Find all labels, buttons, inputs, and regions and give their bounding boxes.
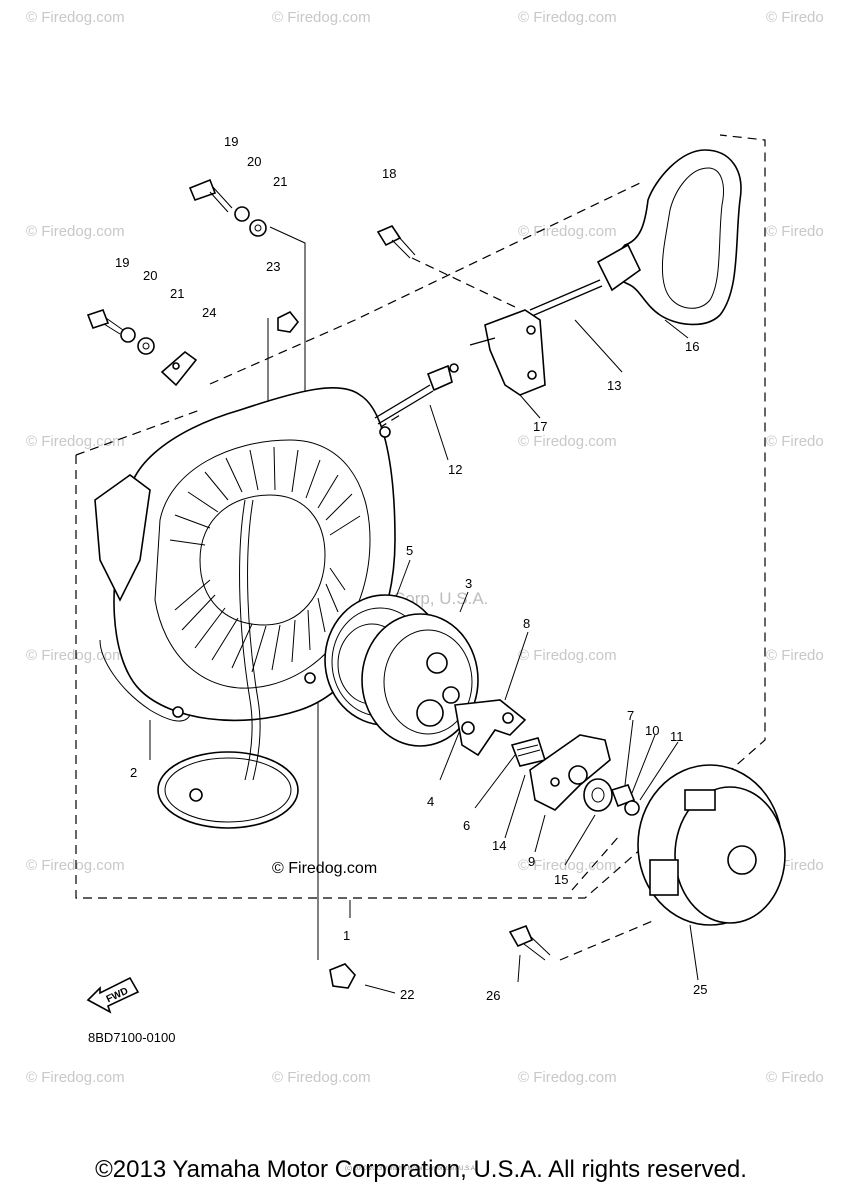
diagram-code: 8BD7100-0100: [88, 1030, 175, 1045]
callout-22: 22: [400, 987, 414, 1002]
cable-bracket: [374, 309, 546, 425]
watermark: © Firedog.com: [26, 223, 125, 240]
callout-13: 13: [607, 378, 621, 393]
callout-26: 26: [486, 988, 500, 1003]
watermark: © Firedo: [766, 9, 824, 26]
watermark: © Firedog.com: [518, 647, 617, 664]
callout-24: 24: [202, 305, 216, 320]
callout-11: 11: [670, 729, 684, 744]
callout-19: 19: [115, 255, 129, 270]
recoil-pulley: [324, 594, 479, 747]
drive-cup: [637, 764, 786, 926]
watermark: © Firedo: [766, 433, 824, 450]
watermark: © Firedog.com: [272, 1069, 371, 1086]
callout-19: 19: [224, 134, 238, 149]
callout-5: 5: [406, 543, 413, 558]
callout-20: 20: [143, 268, 157, 283]
callout-23: 23: [266, 259, 280, 274]
watermark: © Firedo: [766, 223, 824, 240]
callout-9: 9: [528, 854, 535, 869]
watermark: © Firedog.com: [26, 9, 125, 26]
watermark: © Firedog.com: [272, 9, 371, 26]
callout-10: 10: [645, 723, 659, 738]
copyright-footer: ©2013 Yamaha Motor Corporation, U.S.A. A…: [95, 1156, 747, 1183]
fwd-arrow: FWD: [86, 976, 140, 1014]
seal-loop: [157, 499, 299, 829]
ratchet-pawl: [454, 699, 547, 767]
callout-14: 14: [492, 838, 506, 853]
callout-25: 25: [693, 982, 707, 997]
housing-fins: [169, 446, 361, 673]
callout-3: 3: [465, 576, 472, 591]
callout-21: 21: [170, 286, 184, 301]
callout-12: 12: [448, 462, 462, 477]
watermark: © Firedo: [766, 647, 824, 664]
watermark: © Firedog.com: [518, 433, 617, 450]
callouts: 1 2 3 4 5 6 7 8 9 10 11 12 13 14 15 16 1…: [115, 134, 707, 1003]
callout-20: 20: [247, 154, 261, 169]
callout-21: 21: [273, 174, 287, 189]
callout-2: 2: [130, 765, 137, 780]
callout-17: 17: [533, 419, 547, 434]
guide-plate-group: [529, 734, 640, 816]
watermark: © Firedog.com: [26, 1069, 125, 1086]
watermark: © Firedo: [766, 1069, 824, 1086]
watermark: © Firedog.com: [518, 857, 617, 874]
callout-7: 7: [627, 708, 634, 723]
callout-4: 4: [427, 794, 434, 809]
hardware: [86, 178, 551, 989]
tiny-copyright: (c) 2000-2013 Yamaha Motor Corporation, …: [345, 1166, 477, 1172]
callout-18: 18: [382, 166, 396, 181]
watermark: © Firedog.com: [518, 9, 617, 26]
callout-1: 1: [343, 928, 350, 943]
watermark: © Firedog.com: [26, 433, 125, 450]
watermark: © Firedog.com: [518, 1069, 617, 1086]
watermark: © Firedog.com: [26, 857, 125, 874]
callout-16: 16: [685, 339, 699, 354]
callout-8: 8: [523, 616, 530, 631]
firedog-stamp: © Firedog.com: [272, 860, 377, 877]
callout-15: 15: [554, 872, 568, 887]
starter-housing: [94, 386, 396, 722]
watermark: © Firedog.com: [518, 223, 617, 240]
watermark: © Firedog.com: [26, 647, 125, 664]
starter-handle: [529, 149, 742, 326]
callout-6: 6: [463, 818, 470, 833]
